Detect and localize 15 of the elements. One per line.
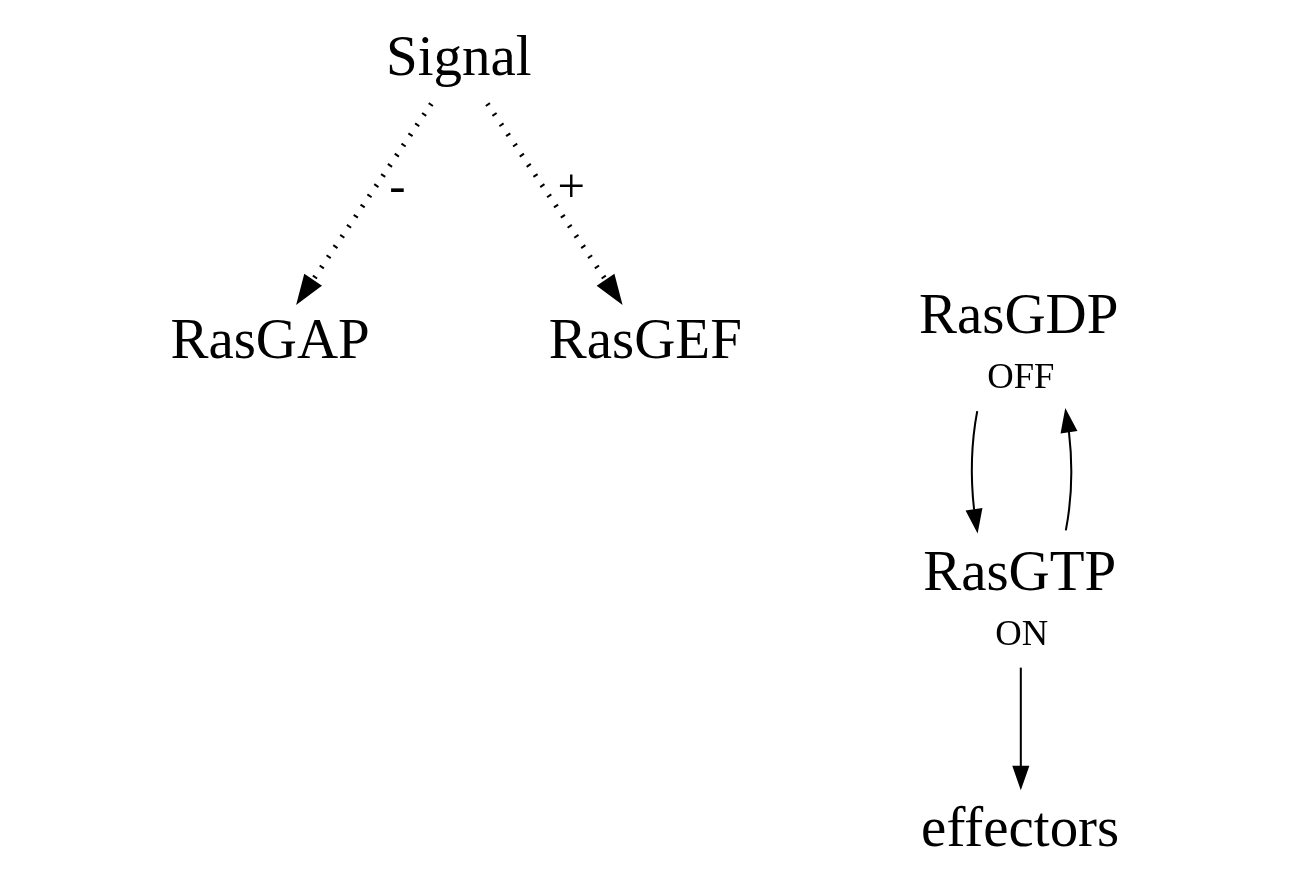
node-text: RasGTP [923,538,1117,602]
arrow [1060,408,1078,531]
node-text: Signal [386,24,532,88]
node-label: ON [995,611,1049,653]
arrow [1012,667,1030,791]
edge-label: + [557,157,585,213]
node-text: RasGDP [919,282,1119,346]
node-text: RasGAP [170,306,370,370]
arrow [296,102,434,306]
node-label: OFF [987,355,1055,397]
arrow [965,410,983,534]
arrow [485,102,623,306]
node-text: effectors [921,795,1120,859]
edge-label: - [389,157,406,213]
node-text: RasGEF [548,306,742,370]
